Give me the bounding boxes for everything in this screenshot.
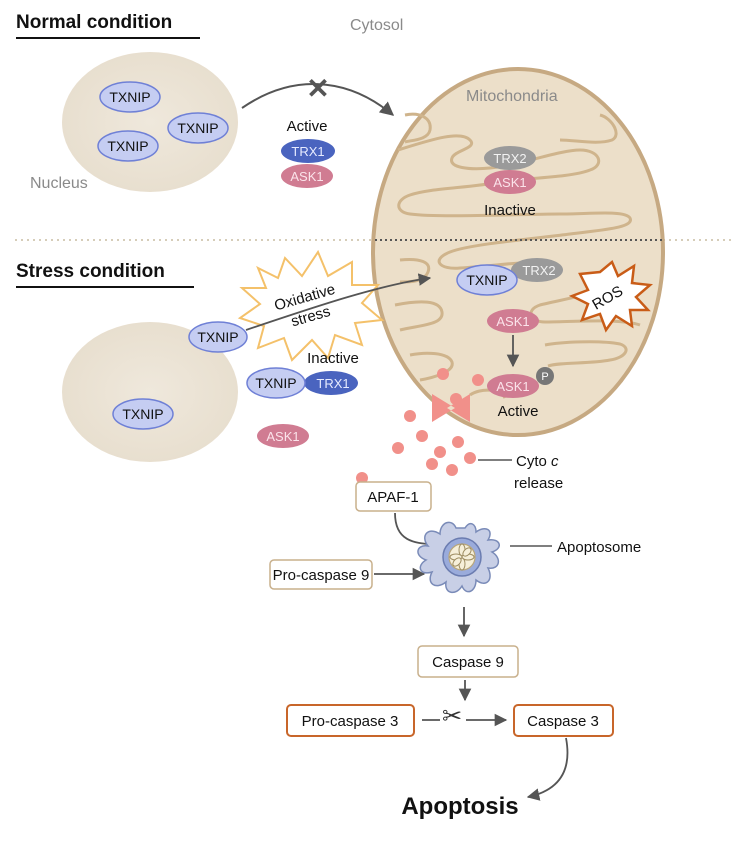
- caspase9-box: Caspase 9: [417, 645, 519, 678]
- procaspase9-label: Pro-caspase 9: [273, 567, 370, 584]
- txnip-stress-shuttle: TXNIP: [188, 321, 248, 353]
- ask1-mito-stress: ASK1: [487, 309, 539, 333]
- mitochondria-label: Mitochondria: [466, 88, 558, 105]
- trx2-stress: TRX2: [511, 258, 563, 282]
- trx1-label: TRX1: [291, 144, 324, 159]
- cyto-c-prefix: Cyto: [516, 453, 551, 470]
- procaspase3-box: Pro-caspase 3: [286, 704, 415, 737]
- ask1-label: ASK1: [290, 169, 323, 184]
- release-label: release: [514, 475, 563, 492]
- caspase3-to-apoptosis-arrow: [526, 737, 569, 801]
- normal-condition-title: Normal condition: [16, 12, 172, 33]
- ask1-label: ASK1: [496, 314, 529, 329]
- cytosol-label: Cytosol: [350, 17, 403, 34]
- trx1-normal: TRX1: [281, 139, 335, 163]
- txnip-label: TXNIP: [109, 89, 150, 105]
- active-label-mito: Active: [498, 403, 539, 420]
- ask1-normal: ASK1: [281, 164, 333, 188]
- caspase3-box: Caspase 3: [513, 704, 614, 737]
- ask1-mito-normal: ASK1: [484, 170, 536, 194]
- ask1-label: ASK1: [493, 175, 526, 190]
- mitochondrion: [371, 67, 665, 437]
- apaf1-box: APAF-1: [355, 481, 432, 512]
- txnip-label: TXNIP: [466, 272, 507, 288]
- apaf1-label: APAF-1: [367, 489, 418, 506]
- cytochrome-c-dots: [356, 368, 484, 484]
- phospho-icon: P: [536, 367, 554, 385]
- trx2-label: TRX2: [493, 151, 526, 166]
- blocked-x-icon: ✕: [306, 73, 329, 104]
- apoptosis-outcome: Apoptosis: [401, 793, 518, 820]
- ask1-label: ASK1: [496, 379, 529, 394]
- txnip-nucleus-stress: TXNIP: [112, 398, 174, 430]
- txnip-label: TXNIP: [255, 375, 296, 391]
- oxidative-stress-burst: [237, 249, 385, 362]
- txnip-translocation-arrow: [245, 273, 432, 331]
- nucleus-label: Nucleus: [30, 175, 88, 192]
- nucleus-stress: [62, 322, 238, 462]
- blocked-transport-arrow: [241, 83, 395, 116]
- ask1-active-mito: ASK1: [487, 374, 539, 398]
- txnip-label: TXNIP: [122, 406, 163, 422]
- trx1-label: TRX1: [316, 376, 349, 391]
- caspase3-label: Caspase 3: [527, 713, 599, 730]
- txnip-nucleus-1: TXNIP: [99, 81, 161, 113]
- procaspase9-box: Pro-caspase 9: [269, 559, 373, 590]
- inactive-label-cytosol: Inactive: [307, 350, 359, 367]
- trx1-stress: TRX1: [304, 371, 358, 395]
- txnip-trx1-complex: TXNIP: [246, 367, 306, 399]
- procaspase3-label: Pro-caspase 3: [302, 713, 399, 730]
- trx2-normal: TRX2: [484, 146, 536, 170]
- txnip-mito-stress: TXNIP: [456, 264, 518, 296]
- scissors-icon: ✂: [442, 703, 462, 730]
- txnip-label: TXNIP: [107, 138, 148, 154]
- txnip-nucleus-3: TXNIP: [97, 130, 159, 162]
- cyto-c-label: Cyto c: [516, 453, 559, 470]
- apoptosome-label: Apoptosome: [557, 539, 641, 556]
- caspase9-label: Caspase 9: [432, 654, 504, 671]
- active-label-normal: Active: [287, 118, 328, 135]
- cyto-c-italic: c: [551, 453, 559, 470]
- txnip-nucleus-2: TXNIP: [167, 112, 229, 144]
- txnip-label: TXNIP: [197, 329, 238, 345]
- ros-burst: [568, 259, 653, 333]
- ask1-cytosol-stress: ASK1: [257, 424, 309, 448]
- stress-condition-title: Stress condition: [16, 261, 165, 282]
- phospho-label: P: [541, 371, 548, 383]
- txnip-label: TXNIP: [177, 120, 218, 136]
- inactive-label-mito: Inactive: [484, 202, 536, 219]
- apoptosome-icon: [417, 521, 500, 594]
- ask1-label: ASK1: [266, 429, 299, 444]
- trx2-label: TRX2: [522, 263, 555, 278]
